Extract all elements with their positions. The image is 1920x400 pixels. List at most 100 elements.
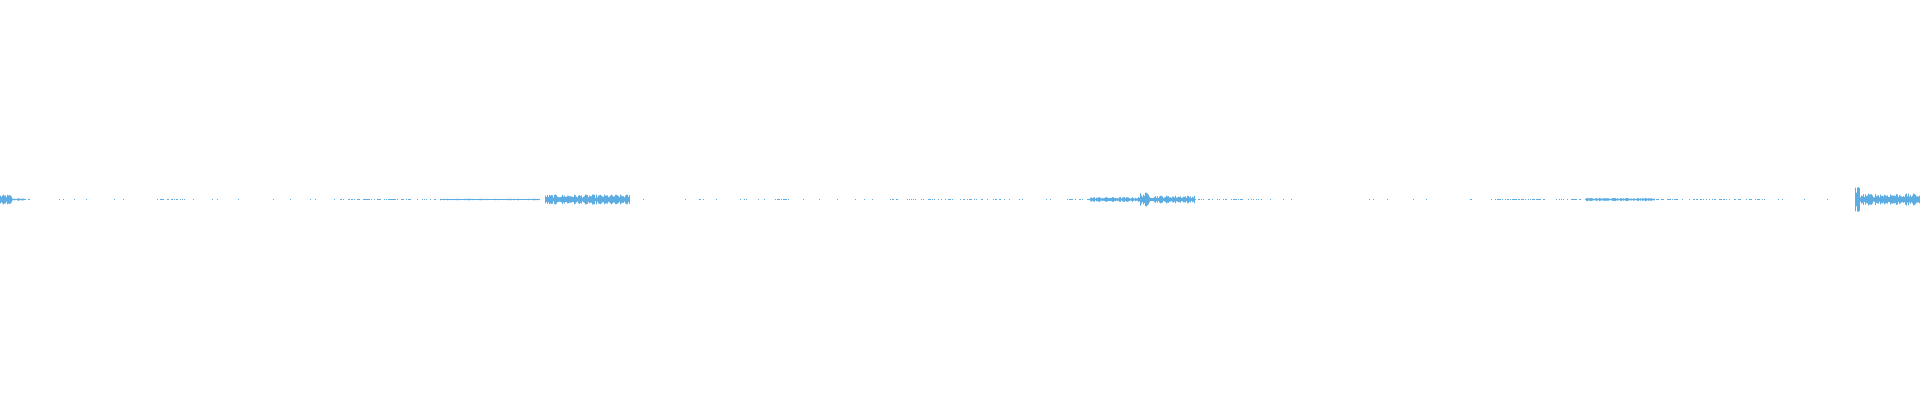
waveform-sample: [1046, 199, 1047, 200]
waveform-sample: [526, 199, 527, 200]
waveform-sample: [310, 199, 311, 200]
waveform-sample: [1877, 195, 1878, 204]
waveform-sample: [1575, 199, 1576, 200]
waveform-sample: [446, 199, 447, 200]
waveform-sample: [546, 197, 547, 202]
waveform-sample: [1135, 197, 1136, 202]
waveform-sample: [1234, 199, 1235, 200]
waveform-sample: [969, 199, 970, 200]
waveform-sample: [1905, 194, 1906, 205]
waveform-sample: [716, 199, 717, 200]
waveform-sample: [1882, 195, 1883, 204]
waveform-sample: [23, 198, 24, 201]
waveform-sample: [1712, 199, 1713, 200]
waveform-sample: [455, 199, 456, 200]
waveform-sample: [1537, 199, 1538, 200]
waveform-sample: [611, 194, 612, 205]
waveform-sample: [1667, 199, 1668, 200]
waveform-sample: [470, 198, 471, 201]
waveform-sample: [1094, 197, 1095, 202]
waveform-sample: [1387, 199, 1388, 200]
waveform-sample: [1173, 196, 1174, 203]
waveform-sample: [1161, 196, 1162, 203]
waveform-sample: [378, 199, 379, 200]
waveform-sample: [1600, 198, 1601, 201]
waveform-sample: [1497, 199, 1498, 200]
waveform-sample: [575, 195, 576, 204]
waveform-sample: [365, 199, 366, 200]
waveform-sample: [534, 198, 535, 201]
waveform-sample: [1604, 198, 1605, 201]
waveform-sample: [435, 199, 436, 200]
waveform-sample: [1778, 199, 1779, 200]
waveform-sample: [1113, 197, 1114, 202]
waveform-sample: [1904, 196, 1905, 203]
waveform-sample: [626, 194, 627, 205]
waveform-sample: [1641, 198, 1642, 201]
waveform-sample: [949, 199, 950, 200]
waveform-sample: [1050, 199, 1051, 200]
waveform-sample: [1626, 197, 1627, 202]
waveform-sample: [1880, 194, 1881, 205]
waveform-sample: [580, 196, 581, 203]
waveform-sample: [1187, 195, 1188, 204]
waveform-sample: [1596, 198, 1597, 201]
waveform-sample: [1103, 198, 1104, 201]
waveform-sample: [890, 199, 891, 200]
waveform-sample: [921, 199, 922, 200]
waveform-sample: [930, 199, 931, 200]
waveform-sample: [86, 199, 87, 200]
waveform-sample: [1158, 198, 1159, 201]
waveform-sample: [564, 195, 565, 204]
waveform-sample: [392, 199, 393, 200]
waveform-sample: [449, 199, 450, 200]
waveform-sample: [1631, 198, 1632, 201]
waveform-sample: [1153, 197, 1154, 202]
waveform-sample: [892, 199, 893, 200]
waveform-sample: [976, 199, 977, 200]
waveform-sample: [995, 199, 996, 200]
waveform-sample: [1899, 194, 1900, 205]
waveform-sample: [566, 196, 567, 203]
waveform-sample: [1231, 199, 1232, 200]
waveform-sample: [395, 199, 396, 200]
waveform-sample: [581, 195, 582, 204]
waveform-sample: [598, 195, 599, 204]
waveform-sample: [593, 194, 594, 205]
waveform-sample: [1121, 198, 1122, 201]
waveform-sample: [448, 199, 449, 200]
waveform-sample: [896, 199, 897, 200]
waveform-sample: [1114, 197, 1115, 202]
waveform-sample: [1621, 198, 1622, 201]
waveform-sample: [486, 198, 487, 201]
waveform-sample: [393, 199, 394, 200]
waveform-sample: [1225, 199, 1226, 200]
waveform-sample: [605, 195, 606, 204]
waveform-sample: [1870, 194, 1871, 205]
waveform-sample: [1131, 198, 1132, 201]
waveform-sample: [864, 199, 865, 200]
waveform-sample: [500, 199, 501, 200]
waveform-sample: [1881, 195, 1882, 204]
waveform-sample: [1634, 198, 1635, 201]
waveform-sample: [779, 199, 780, 200]
waveform-sample: [1911, 196, 1912, 203]
waveform-sample: [1908, 193, 1909, 206]
waveform-sample: [1608, 198, 1609, 201]
waveform-sample: [1651, 198, 1652, 201]
waveform-sample: [452, 199, 453, 200]
waveform-sample: [7, 194, 8, 205]
waveform-sample: [1521, 199, 1522, 200]
waveform-sample: [1652, 198, 1653, 201]
waveform-sample: [1199, 199, 1200, 200]
waveform-sample: [1740, 199, 1741, 200]
waveform-sample: [565, 197, 566, 202]
waveform-sample: [1122, 197, 1123, 202]
waveform-sample: [950, 199, 951, 200]
waveform-sample: [176, 199, 177, 200]
waveform-sample: [1865, 194, 1866, 205]
waveform-sample: [590, 196, 591, 203]
waveform-sample: [1709, 199, 1710, 200]
waveform-sample: [913, 199, 914, 200]
waveform-sample: [1697, 199, 1698, 200]
